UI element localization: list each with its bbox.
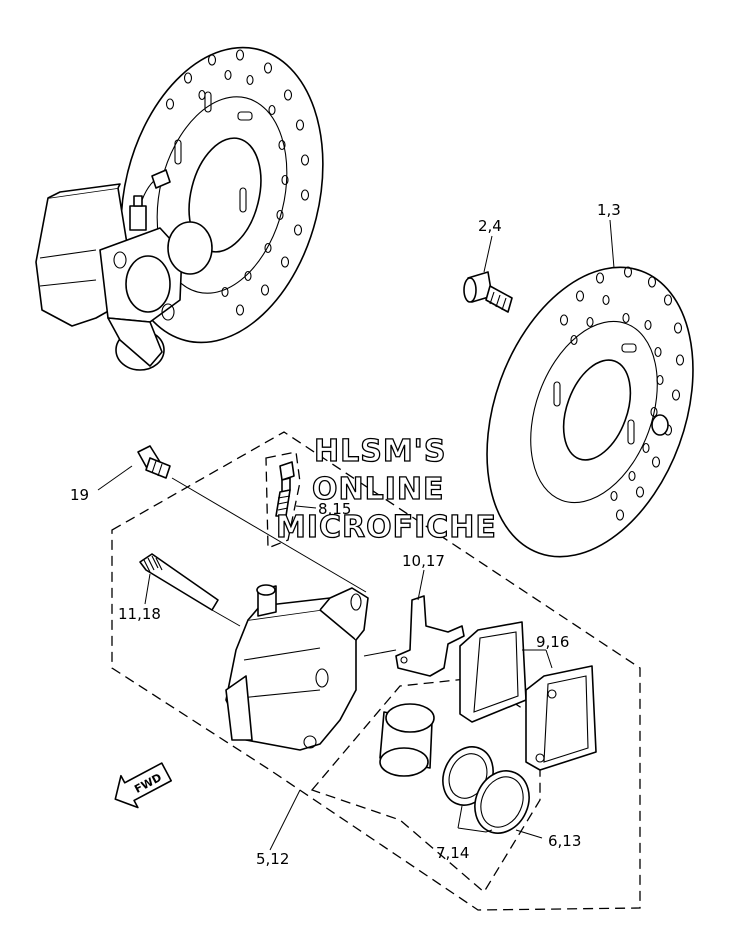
brake-pads-illustration: [459, 621, 597, 771]
callout-8-15: 8,15: [318, 500, 351, 518]
callout-5-12: 5,12: [256, 850, 289, 868]
bleeder-screw-illustration: [275, 461, 295, 517]
pad-spring-illustration: [395, 595, 465, 677]
callout-9-16: 9,16: [536, 633, 569, 651]
watermark-line-2: ONLINE: [312, 472, 445, 507]
leader-lines: [97, 219, 615, 851]
callout-7-14: 7,14: [436, 844, 469, 862]
disc-bolt-illustration: [463, 271, 513, 313]
caliper-pin-illustration: [139, 553, 219, 611]
callout-1-3: 1,3: [597, 201, 621, 219]
callout-11-18: 11,18: [118, 605, 161, 623]
watermark-line-1: HLSM'S: [314, 434, 446, 469]
watermark: HLSM'S ONLINE MICROFICHE: [275, 433, 497, 545]
callout-6-13: 6,13: [548, 832, 581, 850]
callout-19: 19: [70, 486, 89, 504]
watermark-line-3: MICROFICHE: [276, 510, 497, 545]
caliper-body-illustration: [225, 584, 369, 751]
mounting-bolt-illustration: [137, 445, 171, 479]
fwd-arrow-icon: FWD: [114, 762, 172, 809]
brake-disc-illustration: [486, 266, 694, 558]
assembled-brake-illustration: [35, 46, 324, 371]
seals-illustration: [442, 746, 530, 834]
callout-2-4: 2,4: [478, 217, 502, 235]
callout-10-17: 10,17: [402, 552, 445, 570]
piston-illustration: [379, 703, 435, 777]
